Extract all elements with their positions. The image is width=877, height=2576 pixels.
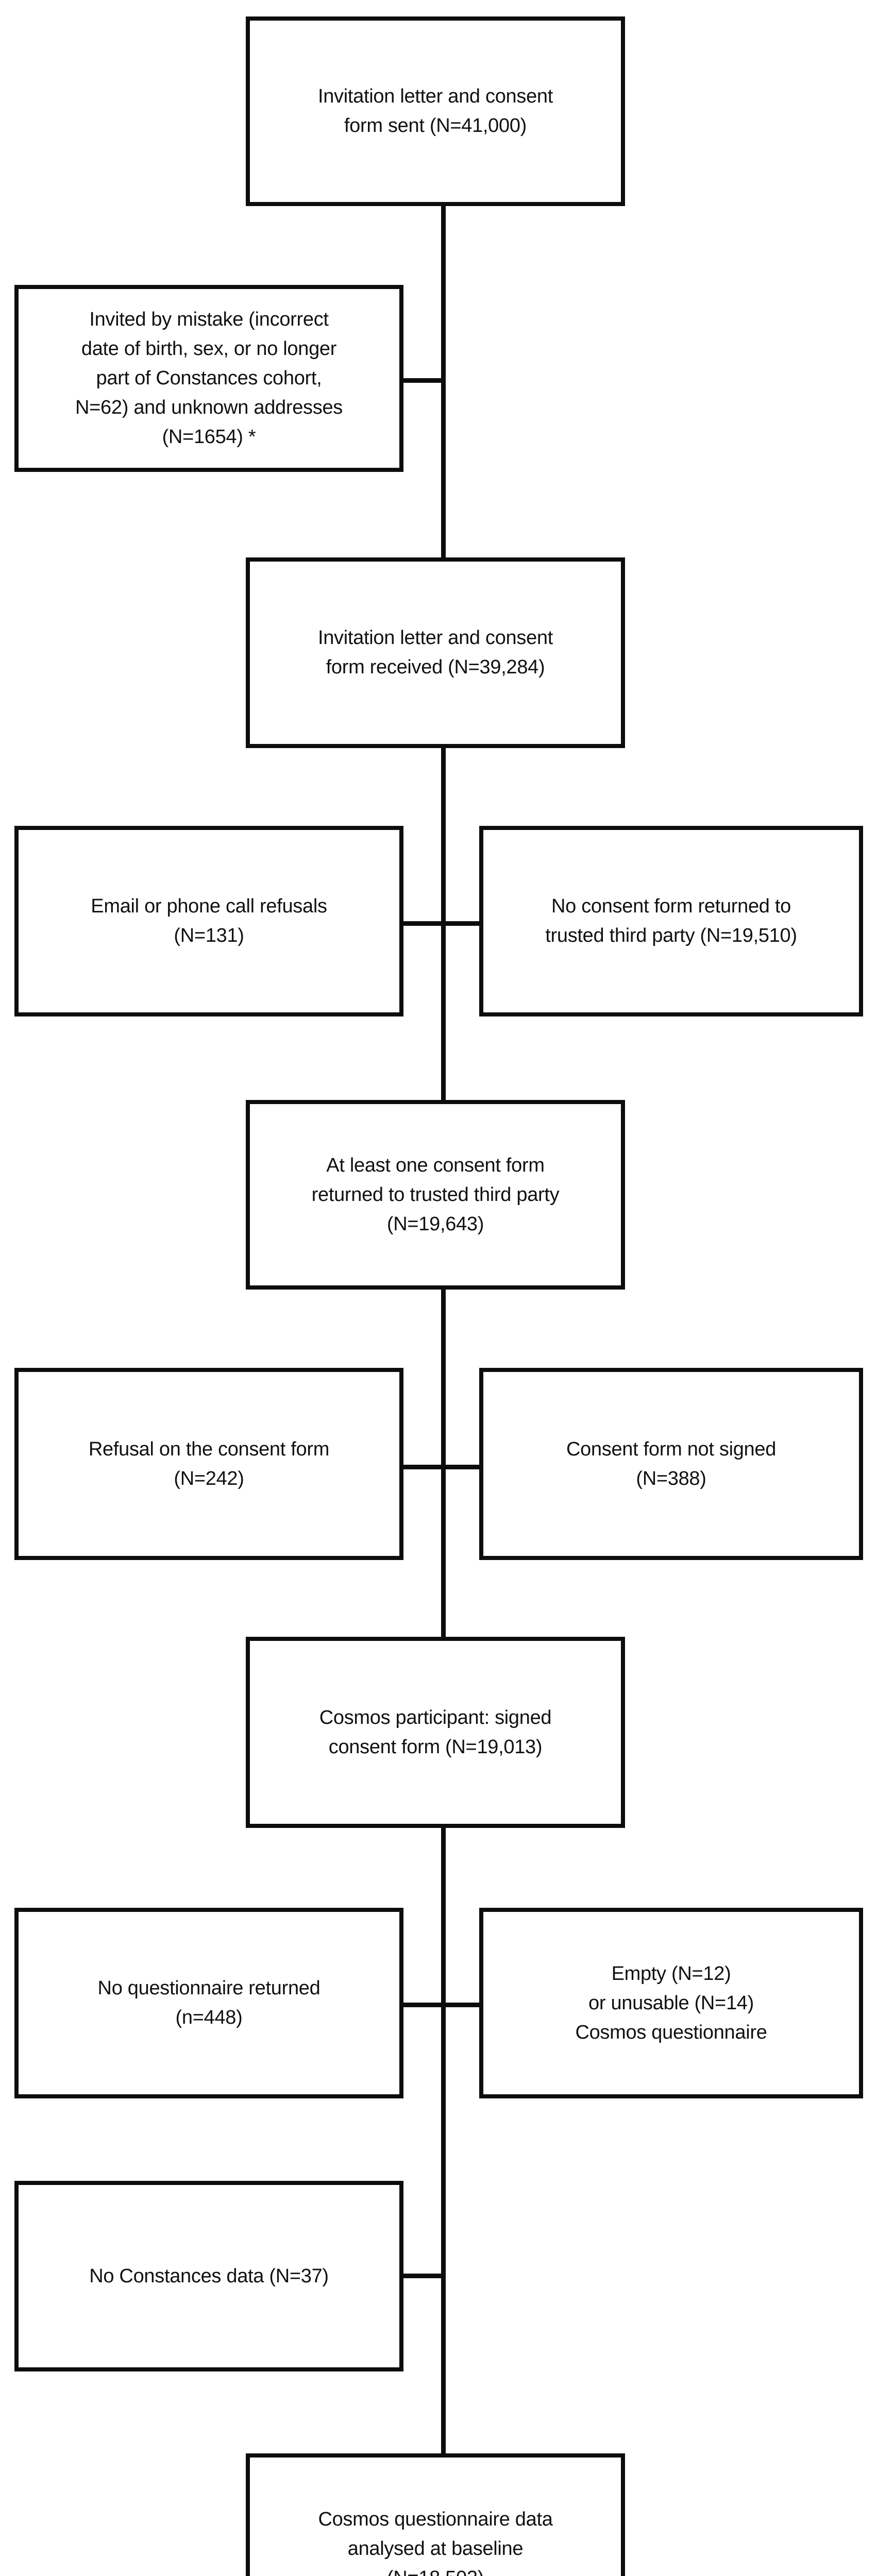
flow-box-invitation-sent: Invitation letter and consent form sent …: [246, 16, 625, 206]
flow-box-cosmos-participant: Cosmos participant: signed consent form …: [246, 1637, 625, 1828]
flow-box-consent-form-not-signed: Consent form not signed (N=388): [479, 1368, 863, 1560]
flow-box-invitation-received: Invitation letter and consent form recei…: [246, 557, 625, 748]
flow-box-analysed-at-baseline: Cosmos questionnaire data analysed at ba…: [246, 2453, 625, 2576]
flow-box-refusal-on-consent-form: Refusal on the consent form (N=242): [14, 1368, 403, 1560]
flow-box-email-phone-refusals: Email or phone call refusals (N=131): [14, 826, 403, 1016]
flow-box-no-questionnaire-returned: No questionnaire returned (n=448): [14, 1908, 403, 2098]
flow-box-no-constances-data: No Constances data (N=37): [14, 2181, 403, 2371]
flow-box-empty-or-unusable-questionnaire: Empty (N=12) or unusable (N=14) Cosmos q…: [479, 1908, 863, 2098]
connector-branch-no-constances-data: [401, 2274, 446, 2278]
connector-branch-no-questionnaire-empty: [401, 2003, 481, 2007]
connector-branch-refusals-no-consent: [401, 921, 481, 926]
connector-branch-invited-by-mistake: [401, 378, 446, 383]
connector-main-line-3: [441, 1287, 446, 1639]
connector-main-line-4: [441, 1826, 446, 2455]
connector-branch-refusal-not-signed: [401, 1465, 481, 1469]
flow-box-at-least-one-consent-returned: At least one consent form returned to tr…: [246, 1100, 625, 1290]
flow-box-no-consent-form-returned: No consent form returned to trusted thir…: [479, 826, 863, 1016]
flow-box-invited-by-mistake: Invited by mistake (incorrect date of bi…: [14, 285, 403, 472]
